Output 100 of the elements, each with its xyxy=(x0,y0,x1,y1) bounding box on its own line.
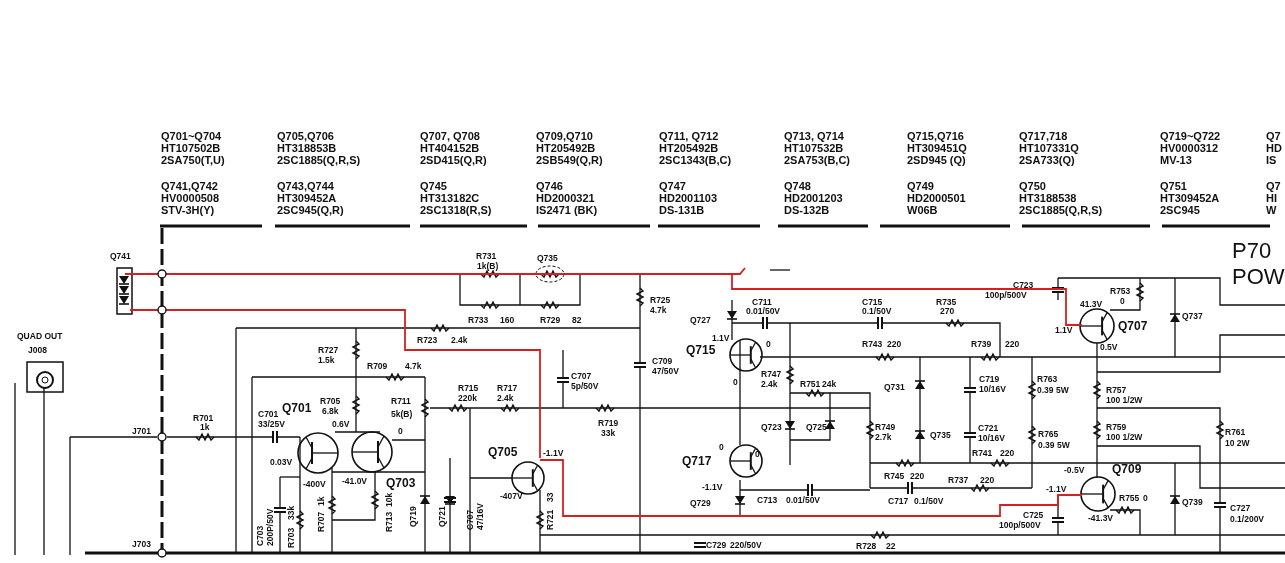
part-label: R727 xyxy=(318,346,339,355)
part-label: Q731 xyxy=(884,383,905,392)
part-label: 220/50V xyxy=(730,541,762,550)
part-label: Q723 xyxy=(761,423,782,432)
part-label: R755 xyxy=(1119,494,1140,503)
part-label: 220k xyxy=(458,394,477,403)
part-label: C727 xyxy=(1230,504,1251,513)
voltage-label: -41.3V xyxy=(1088,514,1114,523)
part-number-label: HT205492B xyxy=(536,143,596,154)
part-number-label: 2SC945(Q,R) xyxy=(277,205,344,216)
part-number-label: Q743,Q744 xyxy=(277,181,334,192)
part-label: C711 xyxy=(752,298,772,307)
part-label: J701 xyxy=(132,427,151,436)
voltage-label: -1.1V xyxy=(702,483,723,492)
part-label: R749 xyxy=(875,423,896,432)
part-label: 2.4k xyxy=(451,336,468,345)
part-label: 2.4k xyxy=(497,394,514,403)
part-label: C701 xyxy=(258,410,279,419)
part-label: 200P/50V xyxy=(266,508,275,546)
part-label: R765 xyxy=(1038,430,1059,439)
part-label: 0.1/200V xyxy=(1230,515,1265,524)
part-label: C713 xyxy=(757,496,778,505)
part-label: R739 xyxy=(971,340,992,349)
part-label: 5p/50V xyxy=(571,382,599,391)
part-number-label: 2SC1885(Q,R,S) xyxy=(1019,205,1103,216)
part-label: 47/50V xyxy=(652,367,679,376)
part-label: R729 xyxy=(540,316,561,325)
part-label: 220 xyxy=(980,476,995,485)
part-label: R711 xyxy=(391,397,411,406)
part-number-label: HI xyxy=(1266,193,1277,204)
voltage-label: 1.1V xyxy=(1055,326,1073,335)
transistor-label: Q717 xyxy=(682,455,712,467)
transistor-label: Q707 xyxy=(1118,320,1148,332)
part-number-label: HD xyxy=(1266,143,1282,154)
part-label: R715 xyxy=(458,384,479,393)
part-number-label: Q741,Q742 xyxy=(161,181,218,192)
part-label: Q729 xyxy=(690,499,711,508)
part-number-label: Q719~Q722 xyxy=(1160,131,1221,142)
part-number-label: HD2001203 xyxy=(784,193,843,204)
part-number-label: HT107502B xyxy=(161,143,221,154)
part-number-label: IS2471 (BK) xyxy=(536,205,598,216)
part-number-label: HT318853B xyxy=(277,143,337,154)
part-label: R745 xyxy=(884,472,905,481)
part-label: 82 xyxy=(572,316,582,325)
part-number-label: Q7 xyxy=(1266,181,1281,192)
transistor-label: Q715 xyxy=(686,344,716,356)
voltage-label: -1.1V xyxy=(543,449,564,458)
part-label: Q735 xyxy=(930,431,951,440)
part-number-label: DS-131B xyxy=(659,205,705,216)
part-label: 0.39 5W xyxy=(1037,386,1069,395)
part-label: R735 xyxy=(936,298,957,307)
part-label: Q735 xyxy=(537,254,558,263)
part-label: 6.8k xyxy=(322,407,339,416)
voltage-label: -41.0V xyxy=(342,477,368,486)
part-label: 10k xyxy=(385,492,394,507)
voltage-label: 0 xyxy=(733,378,738,387)
part-label: J008 xyxy=(28,346,47,355)
part-label: Q741 xyxy=(110,252,131,261)
part-label: R713 xyxy=(385,511,394,532)
voltage-label: 0.6V xyxy=(332,420,350,429)
part-number-label: HT309452A xyxy=(277,193,337,204)
part-label: R747 xyxy=(761,370,782,379)
part-label: 0.01/50V xyxy=(786,496,821,505)
part-label: C719 xyxy=(979,375,1000,384)
part-label: 100 1/2W xyxy=(1106,396,1143,405)
part-number-label: 2SC1343(B,C) xyxy=(659,155,732,166)
part-number-label: 2SC1318(R,S) xyxy=(420,205,492,216)
part-number-label: Q751 xyxy=(1160,181,1187,192)
part-label: R753 xyxy=(1110,287,1131,296)
part-label: C717 xyxy=(888,497,909,506)
part-label: R737 xyxy=(948,476,969,485)
part-number-label: Q707, Q708 xyxy=(420,131,480,142)
voltage-label: 0 xyxy=(719,443,724,452)
part-number-label: W xyxy=(1266,205,1277,216)
part-label: 24k xyxy=(822,380,837,389)
part-label: 220 xyxy=(1005,340,1020,349)
part-number-label: Q749 xyxy=(907,181,934,192)
part-label: 1k(B) xyxy=(477,262,499,271)
part-label: R763 xyxy=(1037,375,1058,384)
part-label: C715 xyxy=(862,298,883,307)
part-number-label: Q709,Q710 xyxy=(536,131,593,142)
part-label: R705 xyxy=(320,397,341,406)
part-number-label: 2SD945 (Q) xyxy=(907,155,966,166)
part-label: R717 xyxy=(497,384,518,393)
part-label: 1.5k xyxy=(318,356,335,365)
part-label: Q727 xyxy=(690,316,711,325)
part-number-label: HD2000321 xyxy=(536,193,595,204)
part-label: 1k xyxy=(200,423,210,432)
part-label: R725 xyxy=(650,296,671,305)
part-number-label: HT107532B xyxy=(784,143,844,154)
voltage-label: -400V xyxy=(303,480,326,489)
part-number-label: HT3188538 xyxy=(1019,193,1077,204)
part-label: 0.1/50V xyxy=(862,307,892,316)
voltage-label: 0 xyxy=(398,427,403,436)
part-label: C729 xyxy=(706,541,727,550)
part-number-label: HT205492B xyxy=(659,143,719,154)
part-label: 33k xyxy=(287,505,296,520)
part-label: 220 xyxy=(1000,449,1015,458)
part-label: R761 xyxy=(1225,428,1246,437)
part-label: Q725 xyxy=(806,423,827,432)
